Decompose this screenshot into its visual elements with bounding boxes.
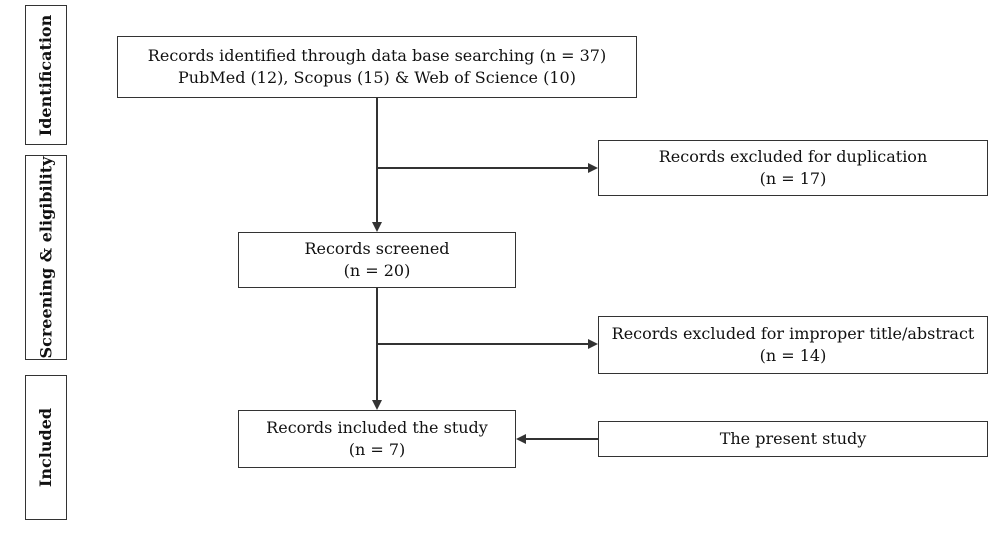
box-records-included-line1: Records included the study [266,418,488,437]
box-excluded-title-abstract-line2: (n = 14) [759,346,827,365]
box-present-study-line1: The present study [719,429,867,448]
box-excluded-title-abstract: Records excluded for improper title/abst… [598,316,988,374]
stage-identification: Identification [25,5,67,145]
box-records-identified-line1: Records identified through data base sea… [147,46,607,65]
box-excluded-duplication-line2: (n = 17) [759,169,827,188]
box-records-identified: Records identified through data base sea… [117,36,637,98]
box-records-included-line2: (n = 7) [348,440,406,459]
box-excluded-duplication-line1: Records excluded for duplication [658,147,928,166]
box-records-screened-line2: (n = 20) [343,261,411,280]
box-records-included: Records included the study (n = 7) [238,410,516,468]
box-records-screened: Records screened (n = 20) [238,232,516,288]
stage-included: Included [25,375,67,520]
box-excluded-title-abstract-line1: Records excluded for improper title/abst… [611,324,975,343]
box-records-identified-line2: PubMed (12), Scopus (15) & Web of Scienc… [178,68,576,87]
stage-screening: Screening & eligibility [25,155,67,360]
box-records-screened-line1: Records screened [304,239,450,258]
box-present-study: The present study [598,421,988,457]
box-excluded-duplication: Records excluded for duplication (n = 17… [598,140,988,196]
